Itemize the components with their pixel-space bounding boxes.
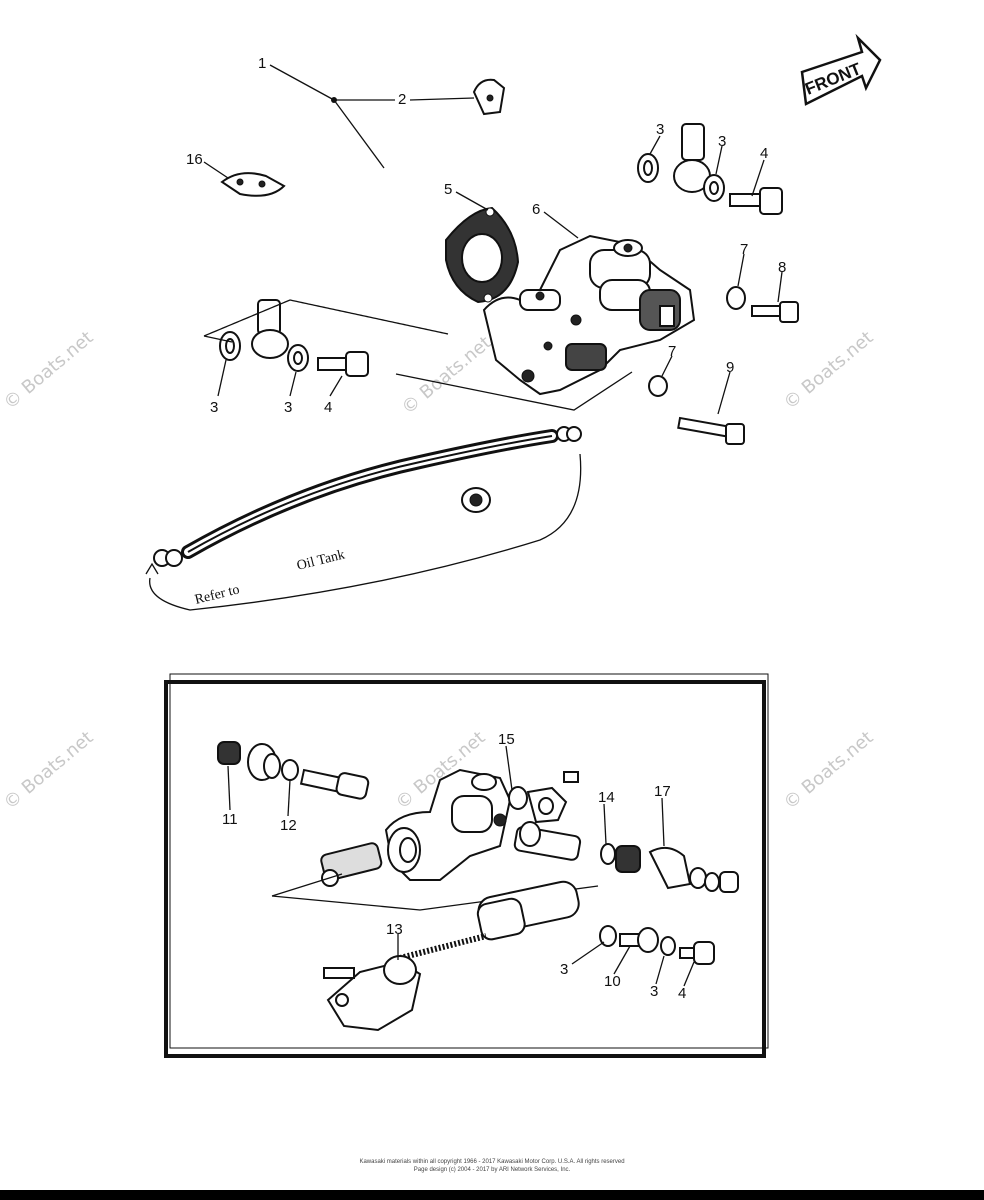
leader-lines-top (203, 64, 783, 415)
pipe-clamp (472, 78, 506, 116)
gasket-5 (445, 206, 520, 304)
page-design-line: Page design (c) 2004 - 2017 by ARI Netwo… (413, 1167, 571, 1173)
hose-tank-text: Oil Tank (295, 547, 346, 573)
callout-11: 11 (222, 811, 238, 828)
left-fittings (219, 331, 369, 377)
callout-3d: 3 (284, 399, 292, 416)
watermark-left-bottom: © Boats.net (0, 727, 97, 814)
bottom-bar (0, 1190, 984, 1200)
detail-box (164, 673, 769, 1058)
watermark-center-top: © Boats.net (398, 332, 496, 419)
callout-2: 2 (398, 91, 406, 108)
callout-7a: 7 (740, 241, 748, 258)
detail-parts (217, 741, 739, 1032)
callout-9: 9 (726, 359, 734, 376)
callout-4b: 4 (324, 399, 332, 416)
callout-4c: 4 (678, 985, 686, 1002)
oil-hose: Refer to Oil Tank (145, 426, 582, 611)
oil-pump-6 (482, 234, 696, 396)
leader-lines-bottom (227, 745, 695, 987)
callout-4a: 4 (760, 145, 768, 162)
front-arrow: FRONT (800, 33, 882, 106)
oil-pipe (251, 98, 711, 359)
callout-12: 12 (280, 817, 297, 834)
right-fittings (637, 153, 799, 445)
callout-8: 8 (778, 259, 786, 276)
callout-3f: 3 (650, 983, 658, 1000)
watermark-right-top: © Boats.net (780, 327, 878, 414)
copyright-line: Kawasaki materials within all copyright … (359, 1159, 625, 1165)
callout-17: 17 (654, 783, 671, 800)
callout-10: 10 (604, 973, 621, 990)
plate-16 (220, 172, 286, 197)
callouts-bottom: 11 12 15 14 17 13 3 10 3 4 (222, 731, 686, 1002)
assembly-outline-top (203, 299, 633, 411)
watermark-right-bottom: © Boats.net (780, 727, 878, 814)
watermarks: © Boats.net © Boats.net © Boats.net © Bo… (0, 327, 877, 814)
callouts-top: 1 2 16 3 3 4 5 6 7 8 7 9 3 3 4 (186, 55, 786, 416)
callout-3c: 3 (210, 399, 218, 416)
callout-14: 14 (598, 789, 615, 806)
callout-15: 15 (498, 731, 515, 748)
hose-refer-text: Refer to (193, 582, 241, 608)
callout-16: 16 (186, 151, 203, 168)
callout-5: 5 (444, 181, 452, 198)
callout-3b: 3 (718, 133, 726, 150)
callout-3a: 3 (656, 121, 664, 138)
watermark-left-top: © Boats.net (0, 327, 97, 414)
callout-1: 1 (258, 55, 266, 72)
callout-13: 13 (386, 921, 403, 938)
callout-6: 6 (532, 201, 540, 218)
callout-3e: 3 (560, 961, 568, 978)
callout-7b: 7 (668, 343, 676, 360)
